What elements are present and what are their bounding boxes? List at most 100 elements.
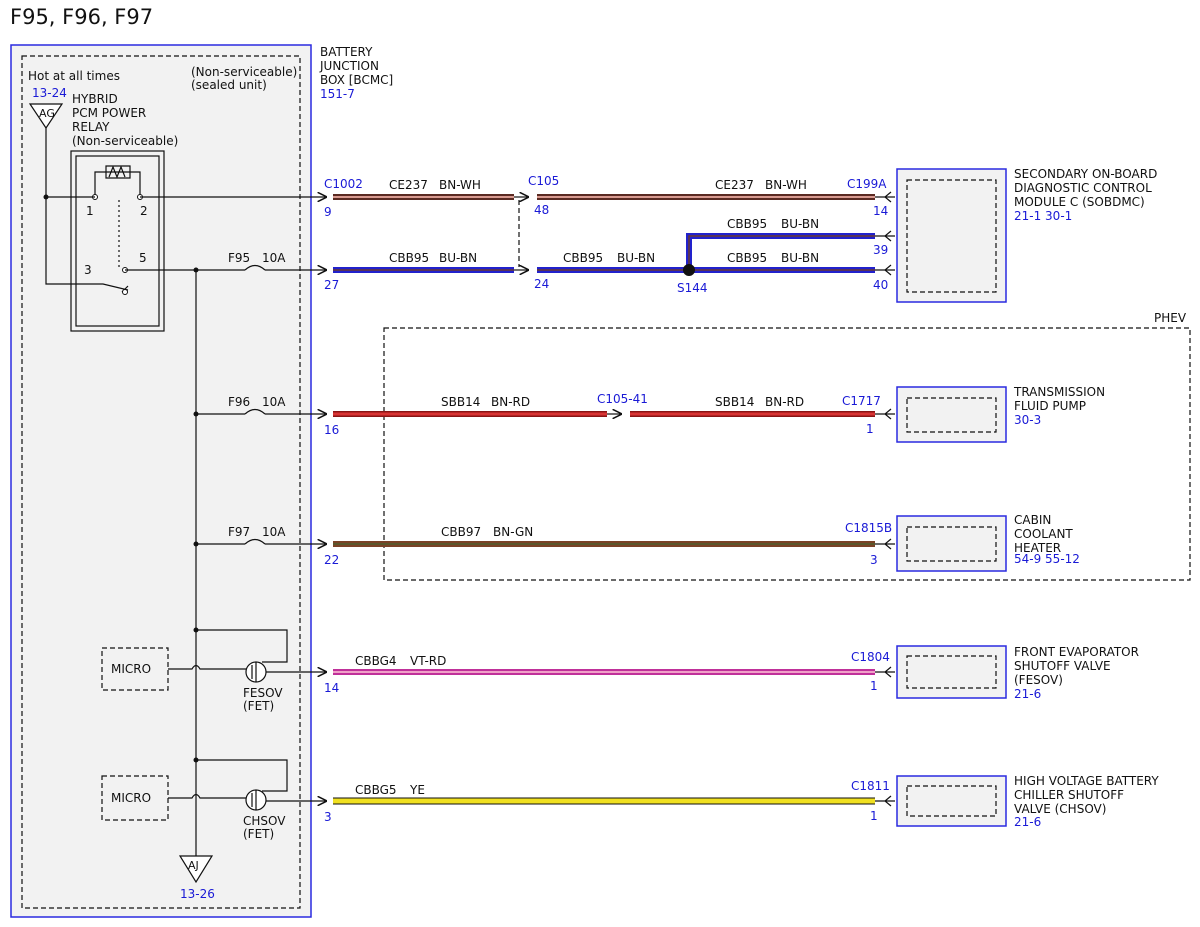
pin-bjb-16: 16 (324, 423, 339, 437)
connector-c1815b[interactable]: C1815B (845, 521, 892, 535)
circuit-cbb95-a: CBB95 (389, 251, 429, 265)
connector-c1811[interactable]: C1811 (851, 779, 890, 793)
bjb-ref-link[interactable]: 151-7 (320, 87, 355, 101)
color-cbb95-c: BU-BN (781, 217, 819, 231)
fesov-name-2: SHUTOFF VALVE (1014, 659, 1111, 673)
fesov-box (896, 645, 1007, 699)
splice-dot (193, 267, 199, 273)
relay-pin-3: 3 (84, 263, 92, 277)
fesov-inner (906, 655, 997, 689)
relay-label-line-2: PCM POWER (72, 106, 146, 120)
pump-ref-link[interactable]: 30-3 (1014, 413, 1041, 427)
fuse-f96-rating: 10A (262, 395, 286, 409)
phev-boundary (383, 327, 1191, 581)
diagram-title: F95, F96, F97 (10, 5, 153, 29)
pin-bjb-27: 27 (324, 278, 339, 292)
pin-c105-24: 24 (534, 277, 549, 291)
sobdmc-ref-link[interactable]: 21-1 30-1 (1014, 209, 1072, 223)
pin-bjb-14: 14 (324, 681, 339, 695)
pin-bjb-3: 3 (324, 810, 332, 824)
fuse-f95-name: F95 (228, 251, 250, 265)
pump-box (896, 386, 1007, 443)
splice-dot (43, 194, 49, 200)
relay-outer-box (70, 150, 165, 332)
ag-triangle-icon (28, 103, 64, 130)
micro-box-fesov (101, 647, 169, 691)
pump-inner (906, 397, 997, 433)
sobdmc-inner (906, 179, 997, 293)
relay-label-line-1: HYBRID (72, 92, 118, 106)
ground-ref-link[interactable]: 13-26 (180, 887, 215, 901)
pin-c1002-9: 9 (324, 205, 332, 219)
phev-label: PHEV (1154, 311, 1187, 325)
splice-s144[interactable]: S144 (677, 281, 708, 295)
aj-triangle-icon (178, 855, 214, 884)
circuit-cbb95-b: CBB95 (563, 251, 603, 265)
color-cbb95-d: BU-BN (781, 251, 819, 265)
color-cbb95-b: BU-BN (617, 251, 655, 265)
connector-c199a[interactable]: C199A (847, 177, 887, 191)
sobdmc-name-1: SECONDARY ON-BOARD (1014, 167, 1157, 181)
bjb-sealed-boundary (21, 55, 301, 909)
connector-c1804[interactable]: C1804 (851, 650, 890, 664)
relay-label-line-3: RELAY (72, 120, 110, 134)
sobdmc-box (896, 168, 1007, 303)
chsov-fet-label-1: CHSOV (243, 814, 286, 828)
fuse-f95-icon (244, 264, 266, 271)
pump-name-1: TRANSMISSION (1013, 385, 1105, 399)
sealed-unit-label: (sealed unit) (191, 78, 267, 92)
chsov-name-2: CHILLER SHUTOFF (1014, 788, 1124, 802)
chsov-name-1: HIGH VOLTAGE BATTERY (1014, 774, 1159, 788)
hot-at-all-times-label: Hot at all times (28, 69, 120, 83)
bjb-name-line-1: BATTERY (320, 45, 373, 59)
pin-c199a-39: 39 (873, 243, 888, 257)
relay-ref-link[interactable]: 13-24 (32, 86, 67, 100)
relay-coil-icon (94, 165, 141, 197)
ag-tag: AG (39, 107, 55, 120)
circuit-cbbg5: CBBG5 (355, 783, 397, 797)
pin-c1815b-3: 3 (870, 553, 878, 567)
pin-c1804-1: 1 (870, 679, 878, 693)
chsov-supply-loop (196, 759, 288, 792)
relay-label-line-4: (Non-serviceable) (72, 134, 178, 148)
circuit-cbb95-d: CBB95 (727, 251, 767, 265)
fuse-f96-icon (244, 408, 266, 415)
color-ce237-b: BN-WH (765, 178, 807, 192)
heater-name-3: HEATER (1014, 541, 1061, 555)
color-sbb14-a: BN-RD (491, 395, 530, 409)
fuse-f97-name: F97 (228, 525, 250, 539)
connector-c105[interactable]: C105 (528, 174, 559, 188)
fesov-name-1: FRONT EVAPORATOR (1014, 645, 1139, 659)
heater-receptacle-icon (875, 538, 895, 550)
fesov-fet-label-1: FESOV (243, 686, 283, 700)
fuse-f95-rating: 10A (262, 251, 286, 265)
bjb-name-line-2: JUNCTION (319, 59, 379, 73)
pin-c1811-1: 1 (870, 809, 878, 823)
pin-c199a-40: 40 (873, 278, 888, 292)
circuit-ce237-b: CE237 (715, 178, 754, 192)
micro-label-chsov: MICRO (111, 791, 151, 805)
pump-name-2: FLUID PUMP (1014, 399, 1086, 413)
connector-c105-41[interactable]: C105-41 (597, 392, 648, 406)
fesov-fet-label-2: (FET) (243, 699, 274, 713)
color-cbb97: BN-GN (493, 525, 533, 539)
circuit-sbb14-b: SBB14 (715, 395, 754, 409)
fesov-supply-loop (196, 629, 288, 663)
fuse-f97-icon (244, 538, 266, 545)
connector-c1002[interactable]: C1002 (324, 177, 363, 191)
chsov-box (896, 775, 1007, 827)
connector-c1717[interactable]: C1717 (842, 394, 881, 408)
aj-tag: AJ (188, 859, 199, 872)
heater-name-2: COOLANT (1014, 527, 1073, 541)
sobdmc-name-2: DIAGNOSTIC CONTROL (1014, 181, 1152, 195)
chsov-fet-gate-icon (251, 790, 257, 810)
heater-box (896, 515, 1007, 572)
sobdmc-receptacle-icons (884, 191, 892, 276)
pump-receptacle-icon (875, 408, 895, 420)
heater-ref-link[interactable]: 54-9 55-12 (1014, 552, 1080, 566)
heater-name-1: CABIN (1014, 513, 1051, 527)
chsov-ref-link[interactable]: 21-6 (1014, 815, 1041, 829)
relay-pin-1: 1 (86, 204, 94, 218)
fesov-ref-link[interactable]: 21-6 (1014, 687, 1041, 701)
